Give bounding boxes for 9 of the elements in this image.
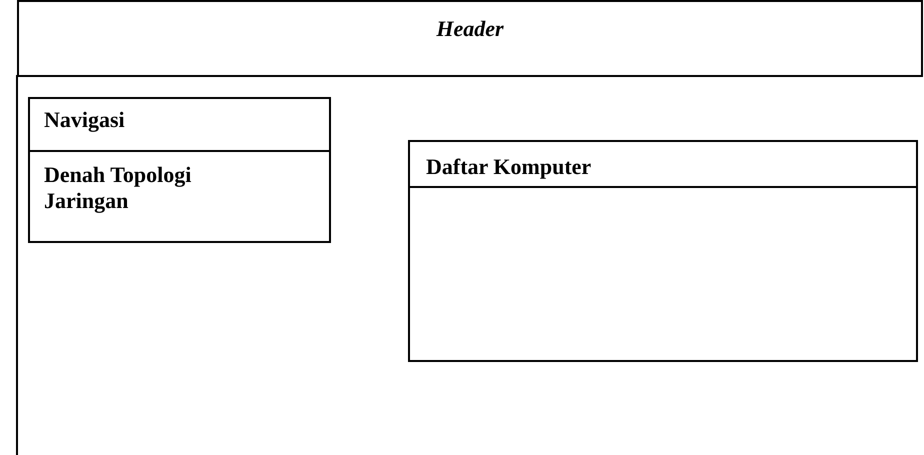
box-title: Daftar Komputer: [426, 154, 592, 180]
box-title: Header: [435, 16, 505, 42]
computer-list-header-box: [408, 140, 918, 188]
topology-map-box: [28, 150, 331, 243]
box-title: Navigasi: [44, 107, 126, 133]
box-title: Denah Topologi Jaringan: [44, 162, 192, 214]
navigation-box: [28, 97, 331, 152]
header-box: [17, 0, 923, 77]
content-box: [408, 186, 918, 362]
